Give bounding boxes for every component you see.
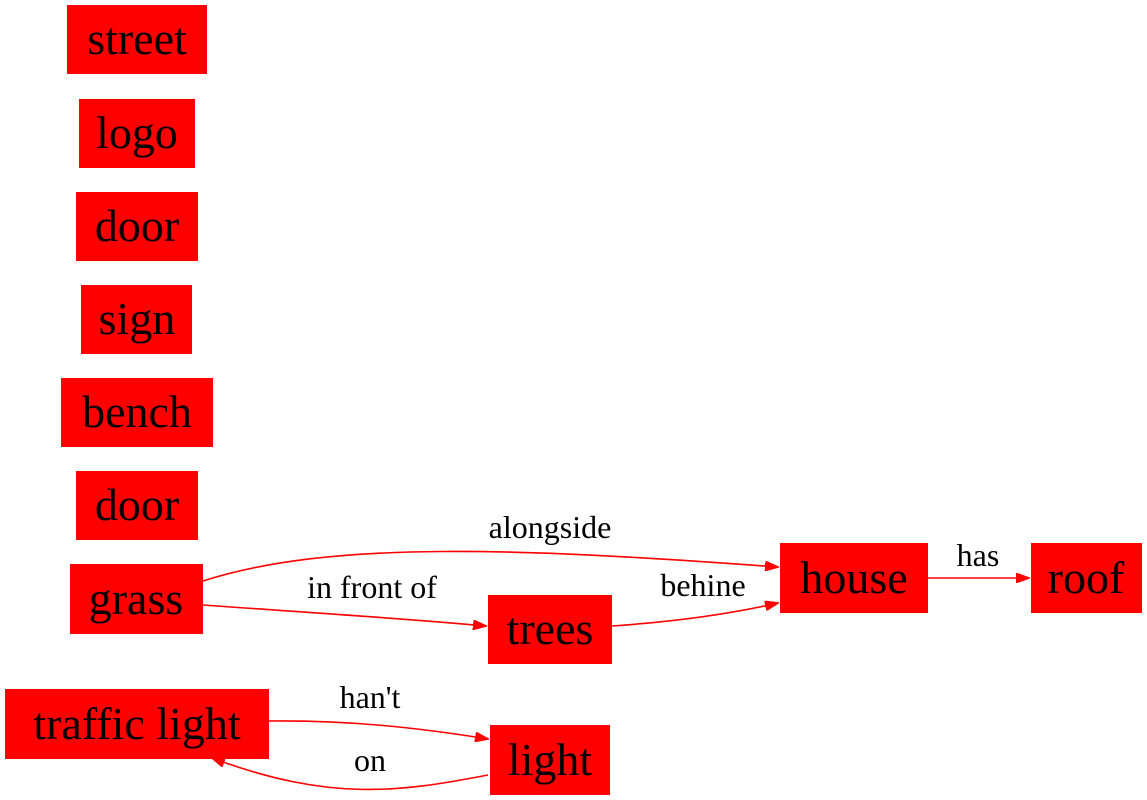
edge-label-has: has [957, 537, 1000, 573]
edge-label-alongside: alongside [489, 509, 612, 545]
edge-line [212, 758, 489, 791]
edge-label-hant: han't [340, 679, 401, 715]
node-label: sign [99, 293, 176, 344]
node-house: house [780, 543, 928, 613]
node-label: traffic light [33, 698, 241, 749]
edge-label-behine: behine [660, 567, 745, 603]
edge-line [202, 604, 486, 626]
node-light: light [490, 725, 610, 795]
edge-line [202, 550, 778, 582]
node-label: door [95, 479, 179, 530]
edge-label-in-front-of: in front of [307, 569, 437, 605]
edge-light-on-trafficlight: on [212, 742, 489, 791]
edge-trafficlight-hant-light: han't [268, 679, 488, 739]
node-label: bench [82, 386, 192, 437]
edge-grass-infront-trees: in front of [202, 569, 486, 626]
node-label: roof [1048, 552, 1125, 603]
node-label: light [508, 734, 593, 785]
node-door: door [76, 192, 198, 261]
node-label: door [95, 200, 179, 251]
node-street: street [67, 5, 207, 74]
node-logo: logo [79, 99, 195, 168]
edge-house-has-roof: has [928, 537, 1029, 578]
node-label: trees [507, 603, 594, 654]
edge-line [268, 720, 488, 739]
node-grass: grass [70, 564, 203, 634]
edge-grass-alongside-house: alongside [202, 509, 778, 582]
node-label: house [800, 552, 907, 603]
edge-line [611, 603, 778, 627]
node-label: street [87, 13, 187, 64]
edge-trees-behine-house: behine [611, 567, 778, 627]
node-label: grass [89, 573, 184, 624]
node-trees: trees [488, 595, 612, 664]
node-traffic-light: traffic light [5, 689, 269, 759]
node-label: logo [96, 107, 178, 158]
edge-label-on: on [354, 742, 386, 778]
node-sign: sign [81, 285, 192, 354]
node-door: door [76, 471, 198, 540]
node-bench: bench [61, 378, 213, 447]
node-roof: roof [1031, 543, 1142, 613]
